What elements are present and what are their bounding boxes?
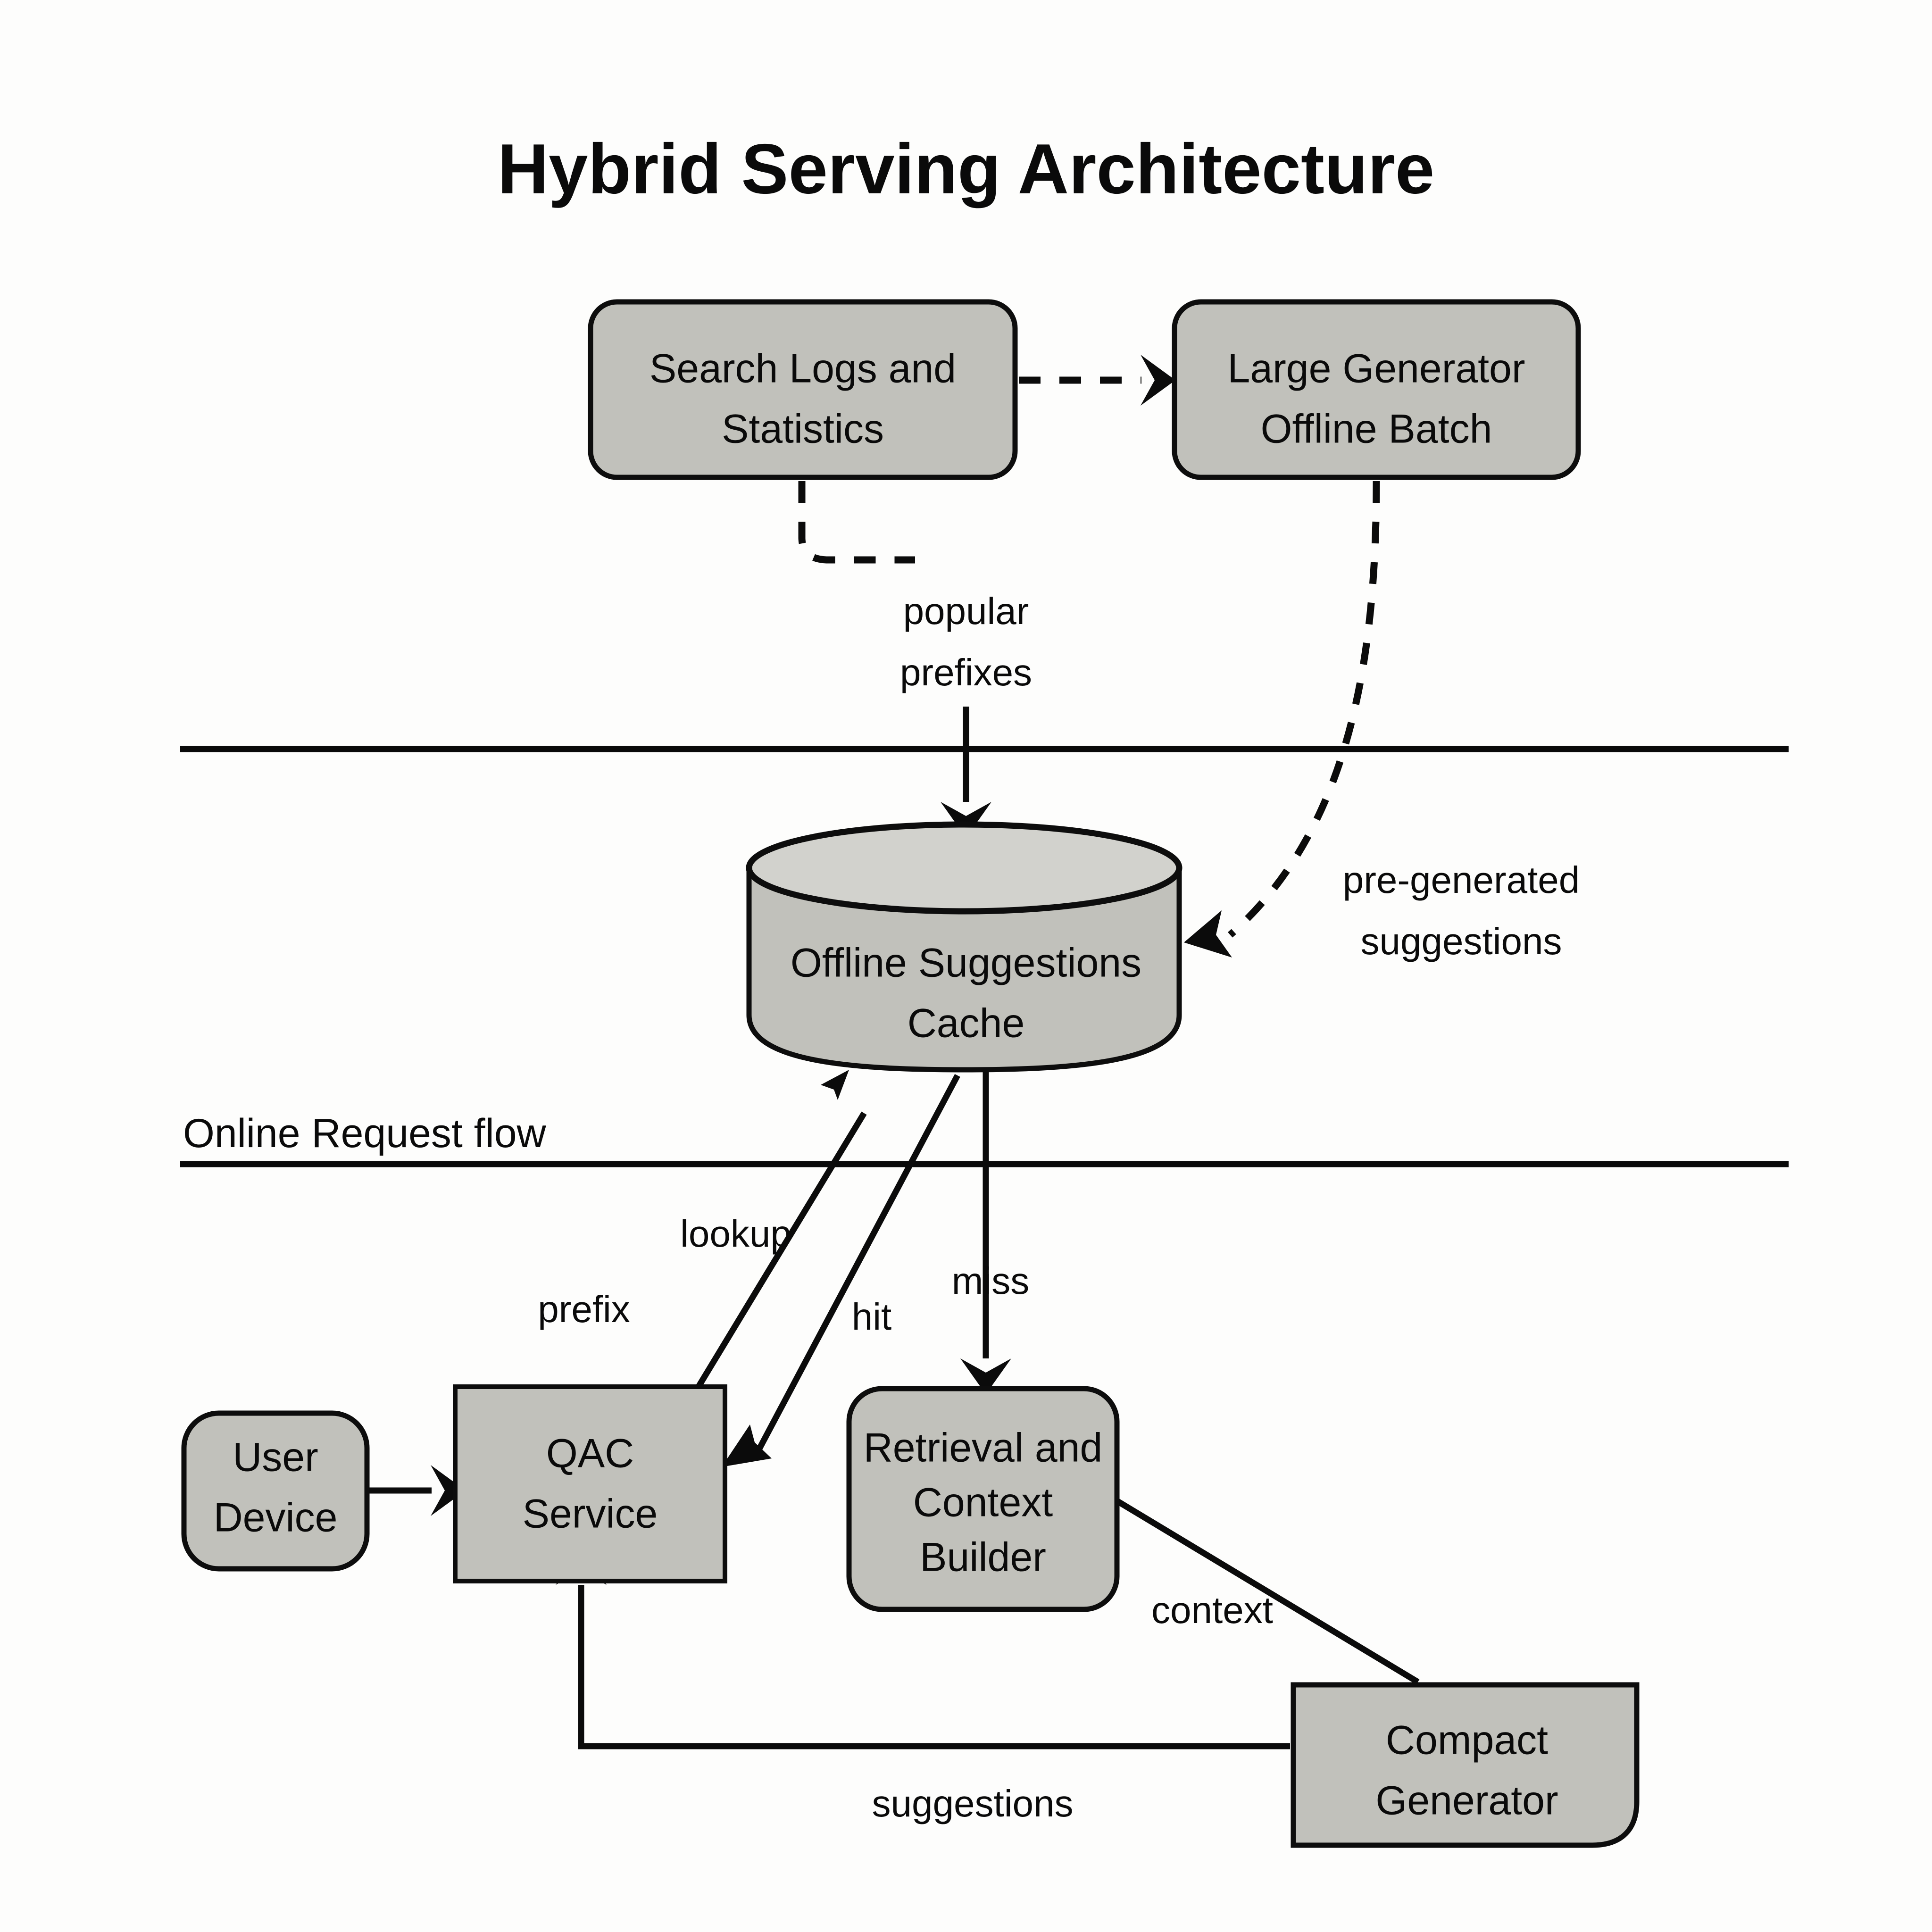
node-search-logs-and-statistics[interactable]: Search Logs and Statistics (588, 299, 1018, 480)
node-label-user-device-line1: User (233, 1435, 318, 1480)
edge-logs-to-generator (1019, 355, 1175, 406)
edge-cache-miss-to-retrieval: miss (952, 1067, 1029, 1394)
edge-label-prefix: prefix (538, 1288, 630, 1330)
edge-label-lookup: lookup (680, 1213, 791, 1255)
node-qac-service[interactable]: QAC Service (453, 1384, 727, 1583)
node-label-large-generator-line2: Offline Batch (1261, 407, 1492, 452)
edge-cache-hit-to-qac: hit (722, 1074, 960, 1467)
node-retrieval-and-context-builder[interactable]: Retrieval and Context Builder (846, 1386, 1120, 1612)
edge-logs-to-cache: popular prefixes (798, 481, 1032, 838)
node-label-user-device-line2: Device (214, 1495, 338, 1541)
node-user-device[interactable]: User Device (181, 1410, 370, 1572)
node-label-retrieval-line2: Context (913, 1480, 1053, 1525)
node-label-qac-service-line1: QAC (546, 1431, 634, 1476)
node-compact-generator[interactable]: Compact Generator (1291, 1682, 1640, 1848)
node-label-compact-generator-line1: Compact (1386, 1718, 1548, 1763)
edge-label-suggestions: suggestions (872, 1782, 1074, 1824)
edge-generator-to-cache: pre-generated suggestions (1184, 481, 1580, 962)
node-label-qac-service-line2: Service (523, 1491, 658, 1537)
node-label-compact-generator-line2: Generator (1375, 1778, 1558, 1824)
node-offline-suggestions-cache[interactable]: Offline Suggestions Cache (746, 821, 1183, 1073)
band-label-online-request-flow: Online Request flow (183, 1111, 547, 1156)
page-title: Hybrid Serving Architecture (498, 129, 1435, 208)
node-label-offline-cache-line2: Cache (908, 1001, 1025, 1046)
node-label-offline-cache-line1: Offline Suggestions (791, 941, 1141, 986)
edge-label-context: context (1151, 1589, 1273, 1631)
node-label-large-generator-line1: Large Generator (1227, 346, 1525, 391)
edge-label-hit: hit (852, 1296, 892, 1338)
node-large-generator-offline-batch[interactable]: Large Generator Offline Batch (1172, 299, 1581, 480)
edge-label-popular-line2: prefixes (900, 651, 1032, 693)
node-label-retrieval-line3: Builder (920, 1535, 1046, 1580)
edge-label-miss: miss (952, 1260, 1029, 1302)
edge-label-pregenerated-line2: suggestions (1361, 920, 1562, 962)
node-label-retrieval-line1: Retrieval and (864, 1425, 1103, 1471)
node-label-search-logs-line2: Statistics (722, 407, 884, 452)
edge-label-popular-line1: popular (903, 590, 1029, 632)
edge-retrieval-to-compact: context (1115, 1498, 1420, 1685)
node-label-search-logs-line1: Search Logs and (650, 346, 956, 391)
edge-label-pregenerated-line1: pre-generated (1343, 859, 1580, 901)
edge-user-to-qac (368, 1465, 466, 1516)
edge-qac-to-cache: lookup prefix (538, 1070, 867, 1414)
